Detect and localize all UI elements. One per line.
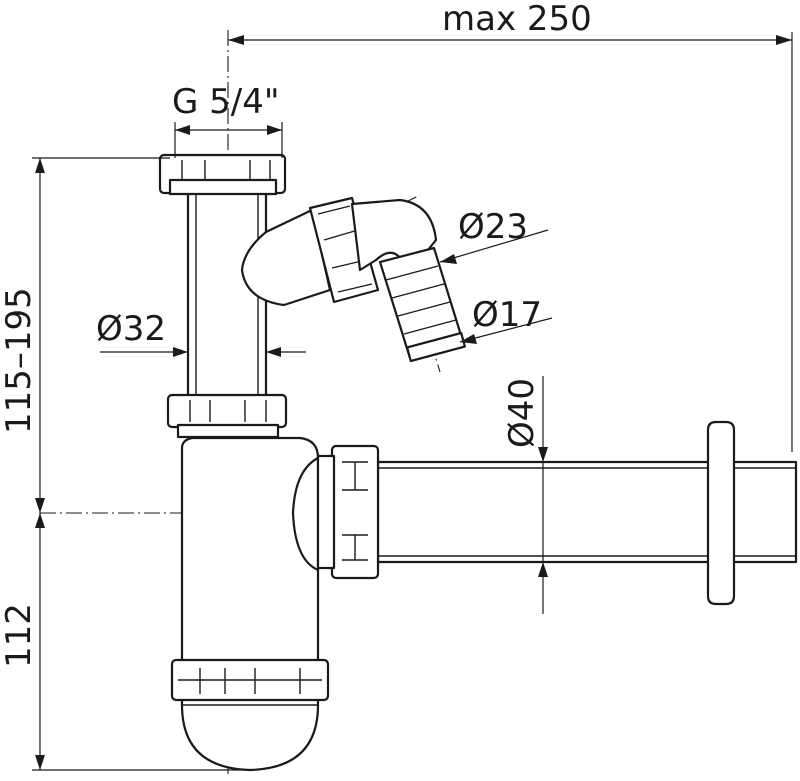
label-hose-outer: Ø23 xyxy=(458,207,528,247)
middle-nut xyxy=(166,393,288,439)
top-nut xyxy=(158,153,287,196)
dim-hose: Ø23 Ø17 xyxy=(439,207,553,344)
dim-thread: G 5/4" xyxy=(172,82,283,158)
dim-inlet-diameter: Ø32 xyxy=(96,309,306,357)
side-inlet xyxy=(240,196,438,307)
label-inlet-diameter: Ø32 xyxy=(96,309,166,349)
label-height-range: 115–195 xyxy=(0,287,39,434)
label-outlet-diameter: Ø40 xyxy=(502,378,542,448)
trap-body xyxy=(180,191,320,772)
dim-outlet-diameter: Ø40 xyxy=(502,376,548,614)
dim-trap-height: 112 xyxy=(0,513,250,771)
label-trap-height: 112 xyxy=(0,603,39,668)
label-hose-inner: Ø17 xyxy=(472,295,542,335)
label-thread: G 5/4" xyxy=(172,82,280,122)
hose-barb xyxy=(378,246,466,363)
bottom-nut xyxy=(170,658,330,702)
outlet-assembly xyxy=(316,420,798,606)
label-max-width: max 250 xyxy=(442,0,592,39)
dim-height-range: 115–195 xyxy=(0,157,170,513)
center-lines xyxy=(40,30,790,778)
dim-max-width: max 250 xyxy=(228,0,793,452)
